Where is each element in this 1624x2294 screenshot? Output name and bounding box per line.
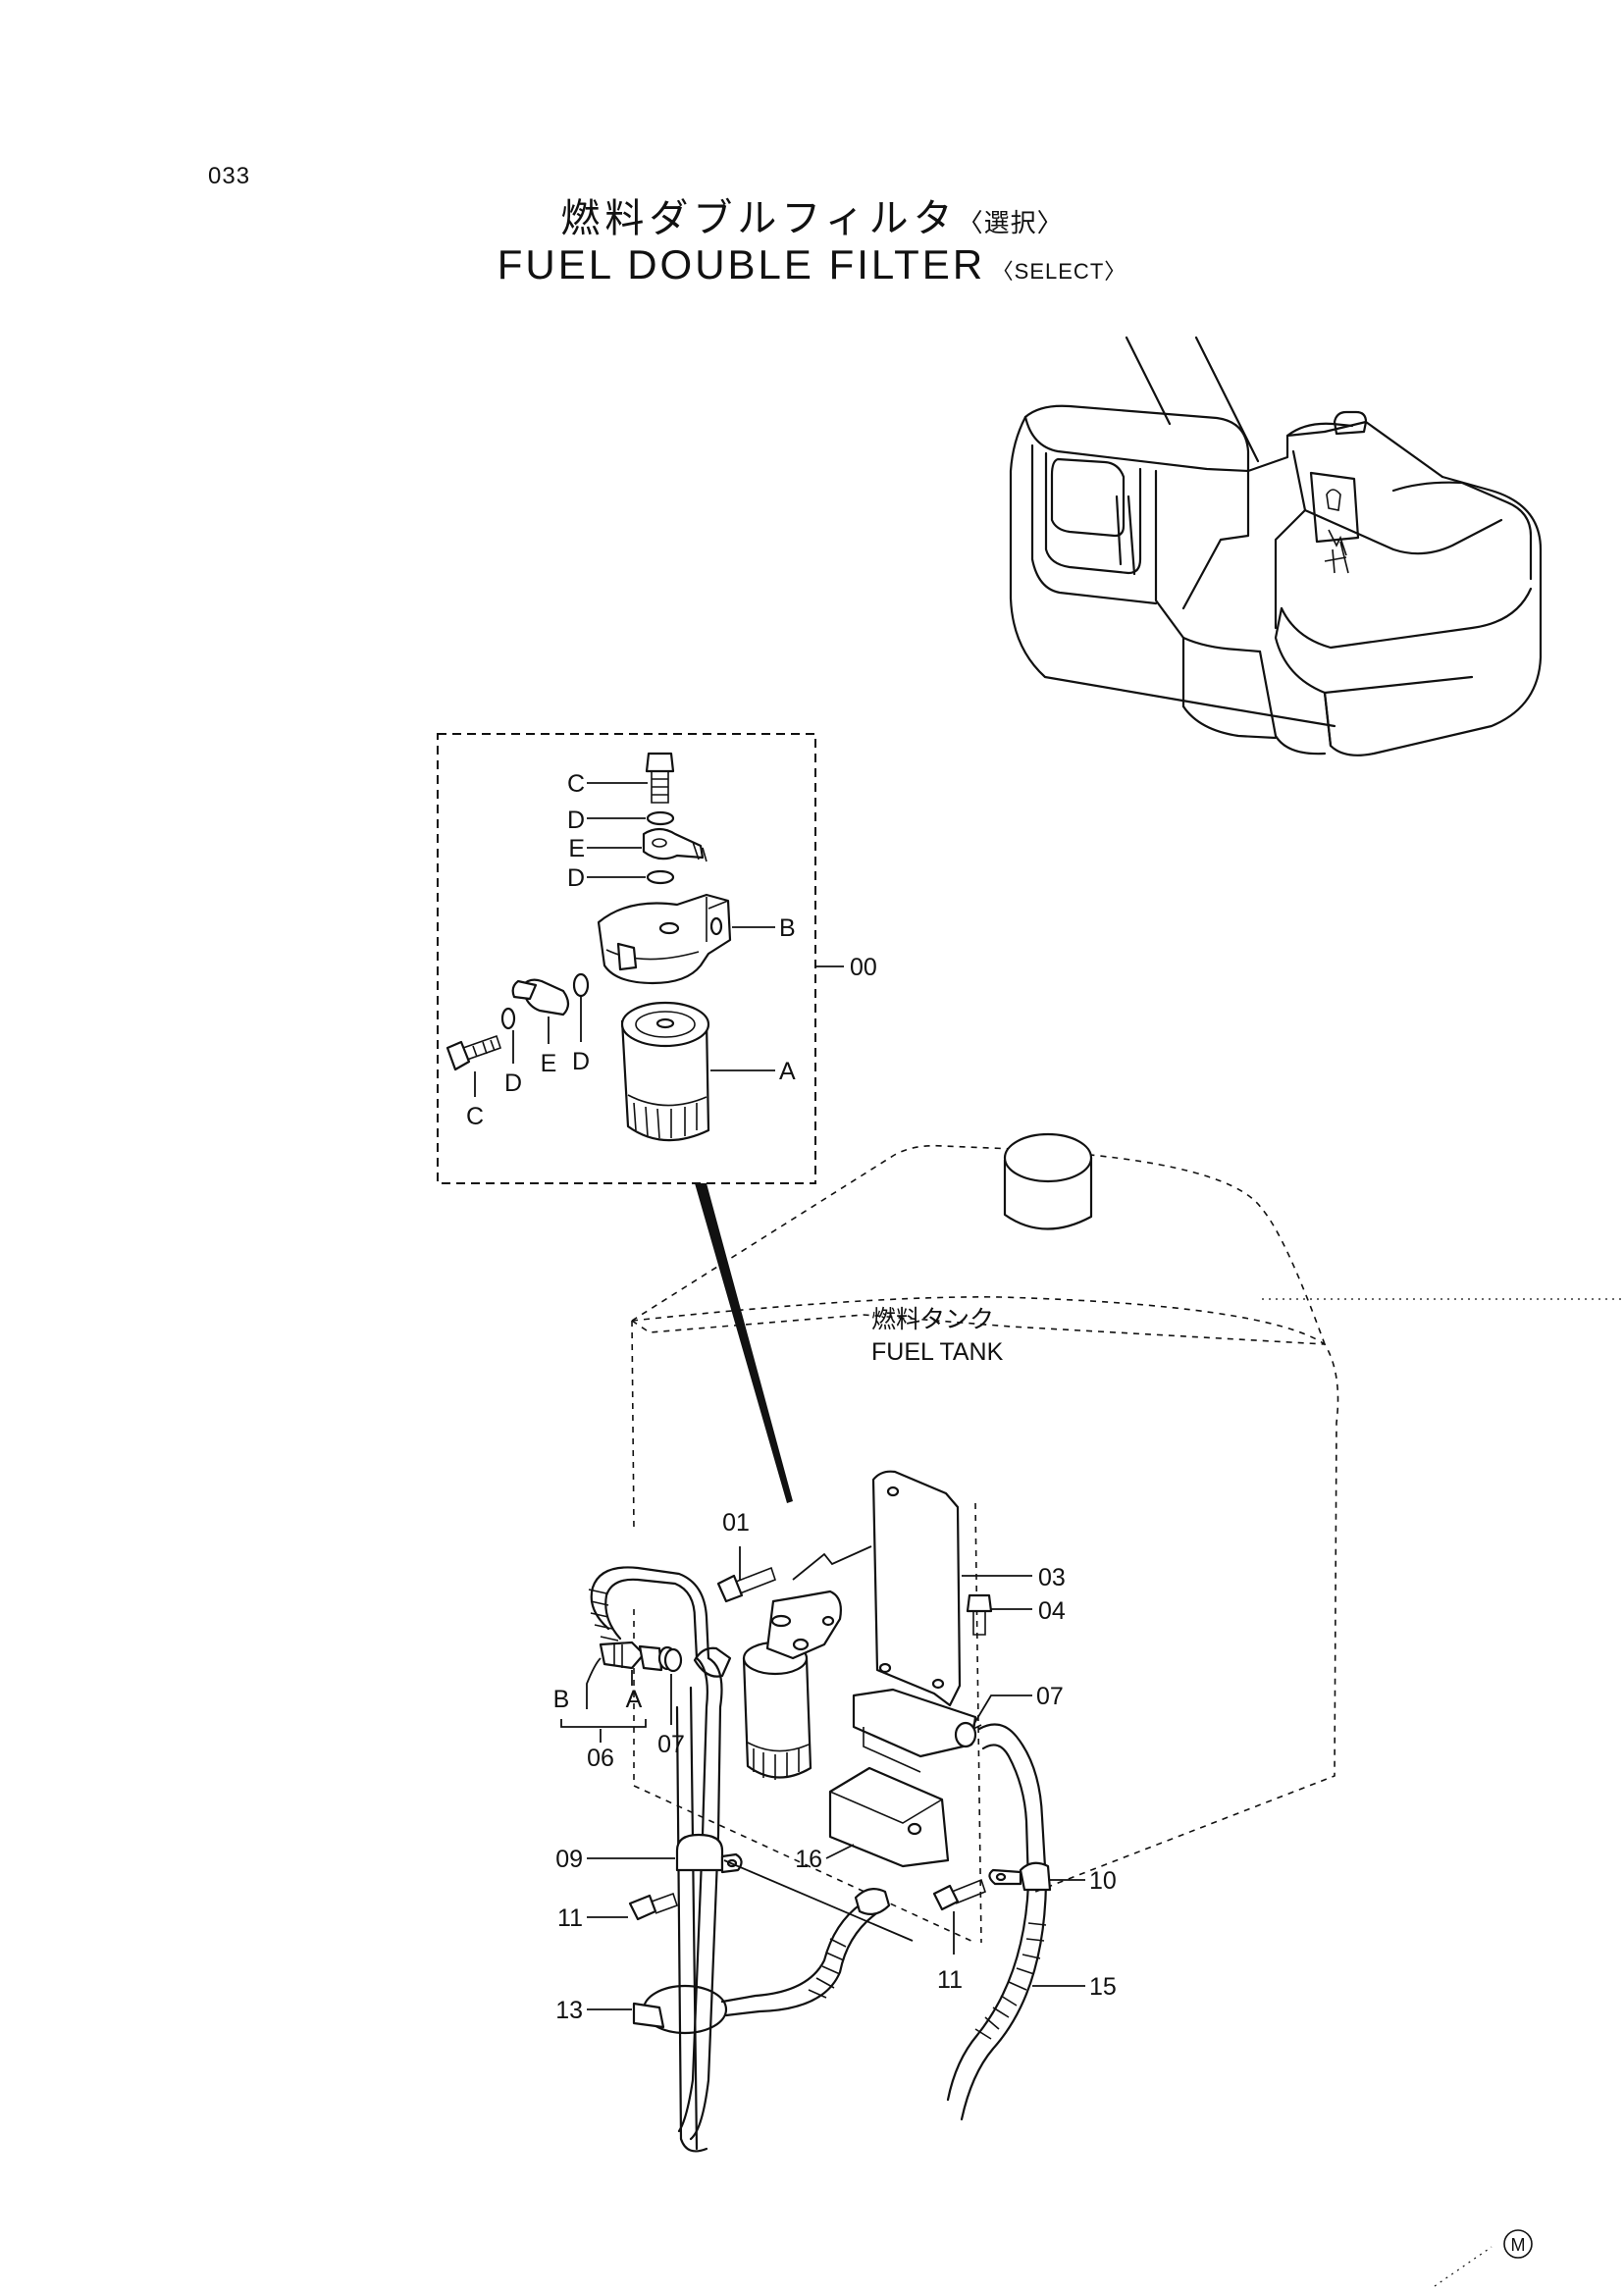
label-01: 01 (722, 1509, 750, 1537)
label-07-left: 07 (657, 1731, 685, 1758)
page-number: 033 (208, 163, 251, 189)
double-filter-unit-icon (742, 1590, 842, 1780)
detail-pointer (695, 1183, 793, 1503)
label-a: A (779, 1058, 796, 1085)
label-d-mid: D (567, 864, 585, 892)
title-en-qualifier: 〈SELECT〉 (991, 259, 1127, 284)
label-e-top: E (568, 835, 585, 862)
label-13: 13 (555, 1997, 583, 2024)
title-english: FUEL DOUBLE FILTER 〈SELECT〉 (0, 241, 1624, 288)
detail-box (437, 733, 816, 1184)
title-jp-text: 燃料ダブルフィルタ (560, 196, 958, 241)
eye-joint-icon (642, 827, 705, 860)
clamp-10-icon (988, 1861, 1052, 1892)
bolt-icon (645, 752, 675, 773)
tank-label-en: FUEL TANK (871, 1338, 1004, 1366)
return-pipe-icon (675, 1646, 732, 2153)
label-e-left: E (541, 1050, 557, 1077)
label-assy-00: 00 (850, 954, 877, 981)
clamp-09-icon (675, 1833, 743, 1874)
hose-06-icon (588, 1566, 710, 1672)
label-11-left: 11 (557, 1904, 583, 1932)
label-10: 10 (1089, 1867, 1117, 1895)
flex-hose-icon (720, 1887, 891, 2017)
title-jp-qualifier: 〈選択〉 (957, 209, 1064, 238)
mark-letter: M (1511, 2235, 1526, 2255)
label-c-top: C (567, 770, 585, 798)
bolt-04-icon (966, 1593, 993, 1636)
label-c-left: C (466, 1103, 484, 1130)
detail-leaders (474, 782, 844, 1097)
filler-cap-icon (1003, 1132, 1093, 1230)
label-06: 06 (587, 1745, 614, 1772)
band-clamp-13-icon (632, 1984, 728, 2035)
label-04: 04 (1038, 1597, 1066, 1625)
title-japanese: 燃料ダブルフィルタ〈選択〉 (0, 186, 1624, 243)
label-b: B (779, 914, 796, 942)
bolt-icon (445, 1040, 471, 1071)
label-11-right: 11 (937, 1966, 963, 1994)
hose-clip-icon (663, 1647, 683, 1673)
bracket-block-icon (828, 1766, 950, 1868)
label-16: 16 (795, 1846, 822, 1873)
tank-label-jp: 燃料タンク (871, 1305, 994, 1333)
washer-icon (646, 869, 675, 885)
exploded-filter-assembly (445, 752, 732, 1142)
label-15: 15 (1089, 1973, 1117, 2001)
hose-clip-icon (954, 1721, 982, 1748)
bolt-01-icon (716, 1566, 776, 1603)
title-en-text: FUEL DOUBLE FILTER (497, 241, 986, 287)
tank-edge (723, 1859, 914, 1942)
mounting-bracket-icon (852, 1470, 977, 1773)
label-09: 09 (555, 1846, 583, 1873)
machine-overview-illustration (1009, 336, 1543, 756)
label-d-left: D (504, 1069, 522, 1097)
bolt-11-icon (932, 1878, 986, 1911)
label-d-right: D (572, 1048, 590, 1075)
washer-icon (646, 810, 675, 826)
label-d-top: D (567, 807, 585, 834)
label-03: 03 (1038, 1564, 1066, 1591)
label-hose-a: A (626, 1686, 643, 1713)
label-hose-b: B (553, 1686, 570, 1713)
circled-m-mark: M (1503, 2229, 1533, 2259)
hose-15-icon (946, 1723, 1048, 2121)
part-leaders (560, 1546, 1085, 2010)
bolt-11-icon (628, 1892, 679, 1921)
label-07-right: 07 (1036, 1683, 1064, 1710)
filter-cartridge-icon (620, 1001, 710, 1142)
